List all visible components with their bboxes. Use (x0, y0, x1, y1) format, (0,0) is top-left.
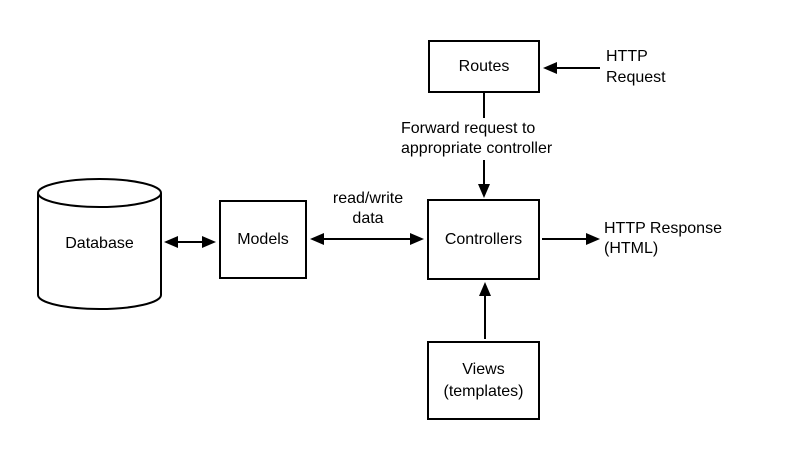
arrow-views-to-controllers (479, 282, 491, 339)
models-box: Models (219, 200, 307, 279)
routes-box: Routes (428, 40, 540, 93)
database-cylinder-top (37, 178, 162, 208)
read-write-data-label-line2: data (352, 210, 384, 227)
views-label-line1: Views (462, 360, 505, 378)
views-label-line2: (templates) (443, 382, 524, 400)
arrow-controllers-to-http-response (542, 233, 600, 245)
http-request-label-line1: HTTP (606, 48, 648, 65)
database-cylinder-body (37, 193, 162, 310)
read-write-data-label-line1: read/write (332, 190, 404, 207)
arrow-models-controllers-bidirectional (310, 233, 424, 245)
controllers-label: Controllers (444, 230, 523, 248)
models-label: Models (237, 230, 289, 248)
routes-label: Routes (458, 57, 510, 75)
http-response-label-line1: HTTP Response (604, 220, 722, 237)
forward-request-label: Forward request to appropriate controlle… (399, 118, 555, 160)
views-box: Views (templates) (427, 341, 540, 420)
http-response-label-line2: (HTML) (604, 240, 659, 257)
arrow-http-request-to-routes (543, 62, 600, 74)
database-cylinder (37, 178, 162, 310)
read-write-data-label: read/write data (328, 189, 408, 229)
controllers-box: Controllers (427, 199, 540, 280)
http-request-label: HTTP Request (606, 46, 666, 88)
arrow-database-models-bidirectional (164, 236, 216, 248)
forward-request-label-line1: Forward request to (401, 120, 536, 137)
forward-request-label-line2: appropriate controller (401, 140, 553, 157)
http-request-label-line2: Request (606, 69, 666, 86)
http-response-label: HTTP Response (HTML) (604, 219, 722, 259)
